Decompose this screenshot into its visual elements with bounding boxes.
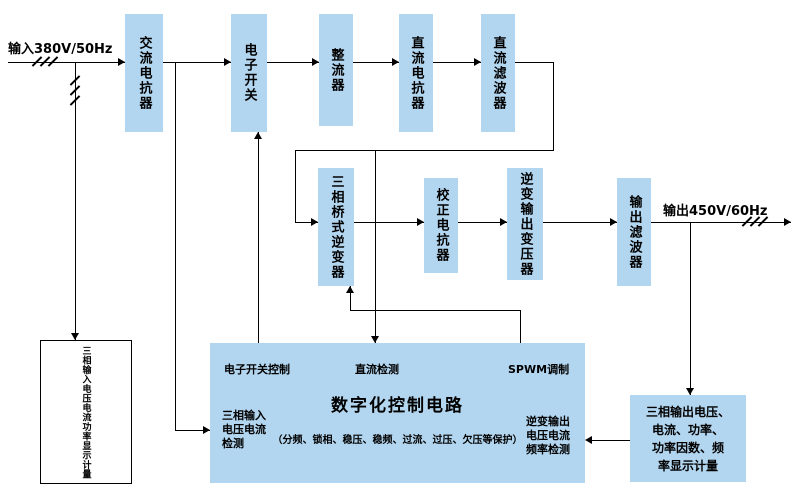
arrowhead — [371, 336, 379, 343]
block-dc-reactor: 直流电抗器 — [399, 14, 433, 132]
output-meter-line: 功率因数、频 — [651, 440, 724, 455]
arrowhead — [118, 58, 125, 66]
arrowhead — [312, 58, 319, 66]
connector-line — [175, 430, 210, 431]
output-meter-line: 率显示计量 — [657, 458, 718, 473]
connector-line — [163, 62, 231, 63]
connector-line — [690, 222, 691, 395]
connector-line — [592, 440, 630, 441]
arrowhead — [417, 218, 424, 226]
arrowhead — [500, 218, 507, 226]
control-label-line: 逆变输出 — [526, 415, 570, 428]
connector-line — [375, 150, 376, 343]
block-input-meter: 三相输入电压电流功率显示计量 — [40, 340, 132, 484]
connector-line — [520, 310, 521, 343]
output-meter-line: 三相输出电压、 — [645, 404, 730, 419]
block-correction-reactor: 校正电抗器 — [424, 178, 458, 273]
control-label-output-detect: 逆变输出 电压电流 频率检测 — [526, 415, 570, 457]
arrowhead — [224, 58, 231, 66]
control-label-switch-control: 电子开关控制 — [224, 363, 290, 376]
block-output-filter: 输出滤波器 — [617, 178, 651, 286]
block-rectifier: 整流器 — [319, 14, 353, 126]
control-label-line: 三相输入 — [222, 409, 266, 422]
control-label-dc-detect: 直流检测 — [355, 363, 399, 376]
arrowhead — [784, 218, 791, 226]
arrowhead — [346, 286, 354, 293]
arrowhead — [585, 436, 592, 444]
control-label-input-detect: 三相输入 电压电流 检测 — [222, 409, 266, 451]
control-label-line: 检测 — [222, 437, 244, 450]
block-electronic-switch: 电子开关 — [231, 14, 267, 132]
arrowhead — [474, 58, 481, 66]
connector-line — [350, 286, 351, 310]
output-label: 输出450V/60Hz — [663, 204, 768, 219]
arrowhead — [610, 218, 617, 226]
connector-line — [353, 62, 399, 63]
control-label-line: 电压电流 — [222, 423, 266, 436]
block-bridge-inverter: 三相桥式逆变器 — [318, 168, 354, 286]
block-output-meter: 三相输出电压、 电流、功率、 功率因数、频 率显示计量 — [630, 395, 746, 482]
connector-line — [515, 62, 554, 63]
input-label: 输入380V/50Hz — [8, 42, 113, 57]
connector-line — [651, 222, 791, 223]
control-label-spwm: SPWM调制 — [508, 363, 570, 376]
arrowhead — [311, 218, 318, 226]
connector-line — [295, 222, 318, 223]
connector-line — [267, 62, 319, 63]
output-meter-line: 电流、功率、 — [651, 422, 724, 437]
connector-line — [295, 150, 296, 222]
connector-line — [295, 150, 554, 151]
arrowhead — [392, 58, 399, 66]
connector-line — [8, 62, 125, 63]
connector-line — [175, 62, 176, 430]
control-label-line: 频率检测 — [526, 443, 570, 456]
block-dc-filter: 直流滤波器 — [481, 14, 515, 132]
arrowhead — [203, 426, 210, 434]
connector-line — [458, 222, 507, 223]
control-label-line: 电压电流 — [526, 429, 570, 442]
connector-line — [75, 62, 76, 340]
control-title: 数字化控制电路 — [331, 396, 464, 416]
connector-line — [553, 62, 554, 150]
block-output-transformer: 逆变输出变压器 — [507, 168, 543, 280]
connector-line — [354, 222, 424, 223]
block-ac-reactor: 交流电抗器 — [125, 14, 163, 132]
arrowhead — [254, 132, 262, 139]
connector-line — [350, 310, 520, 311]
block-digital-control: 电子开关控制 直流检测 SPWM调制 数字化控制电路 （分频、锁相、稳压、稳频、… — [210, 343, 585, 483]
arrowhead — [71, 333, 79, 340]
connector-line — [258, 132, 259, 343]
control-subtitle: （分频、锁相、稳压、稳频、过流、过压、欠压等保护） — [272, 435, 523, 446]
connector-line — [543, 222, 617, 223]
connector-line — [433, 62, 481, 63]
arrowhead — [686, 388, 694, 395]
